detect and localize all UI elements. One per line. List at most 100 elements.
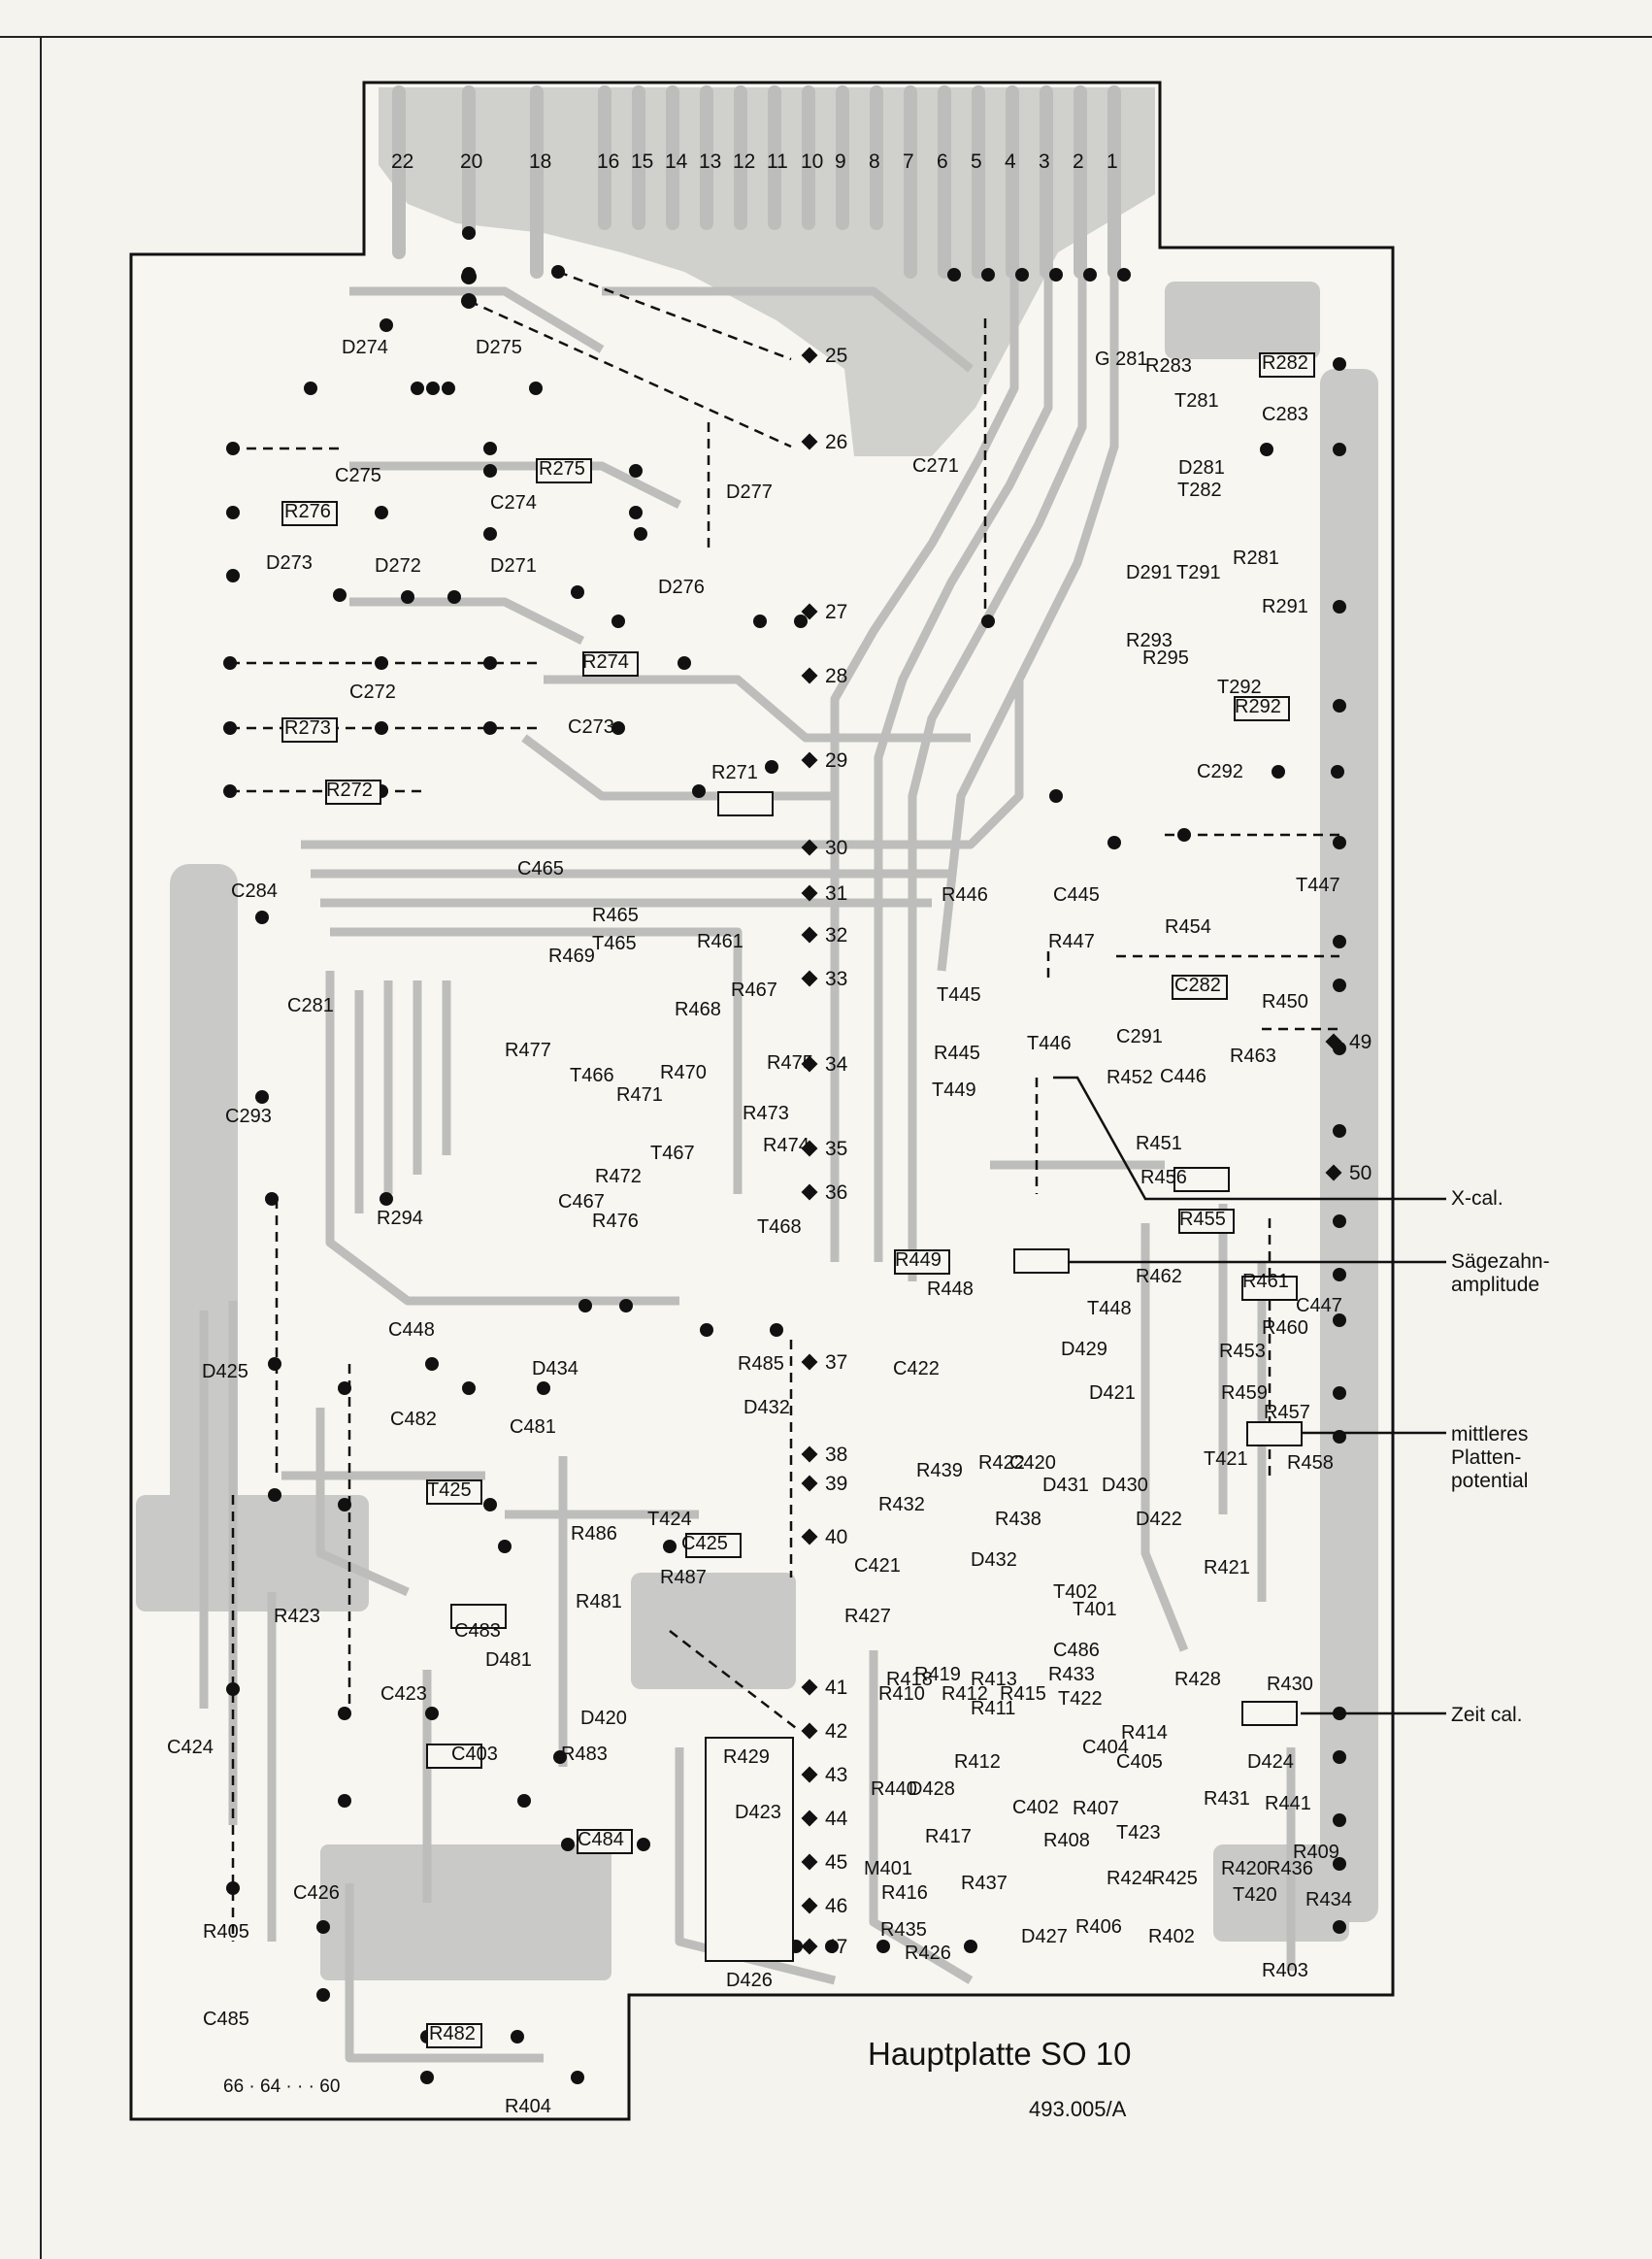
component-label: T449	[932, 1080, 976, 1101]
connector-pin-number: 12	[733, 150, 756, 173]
component-label: R283	[1145, 355, 1192, 377]
mittleres-callout-line1: mittleres	[1451, 1423, 1529, 1445]
component-label: R421	[1204, 1557, 1250, 1578]
connector-pin-number: 5	[971, 150, 982, 173]
component-label: T425	[427, 1479, 472, 1501]
component-label: R281	[1233, 548, 1279, 569]
component-label: R452	[1107, 1067, 1153, 1088]
component-label: C281	[287, 995, 334, 1016]
component-label: T420	[1233, 1884, 1277, 1906]
saegezahn-callout-line2: amplitude	[1451, 1274, 1540, 1296]
component-label: D271	[490, 555, 537, 577]
connector-pin-number: 1	[1107, 150, 1118, 173]
component-label: R463	[1230, 1046, 1276, 1067]
terminal-label: 47	[825, 1936, 848, 1958]
component-label: R272	[326, 780, 373, 801]
component-label: R428	[1174, 1669, 1221, 1690]
component-label: R406	[1075, 1916, 1122, 1938]
component-label: R293	[1126, 630, 1173, 651]
terminal-label: 38	[825, 1444, 848, 1466]
component-label: C273	[568, 716, 614, 738]
component-label: C291	[1116, 1026, 1163, 1047]
component-label: D291	[1126, 562, 1173, 583]
component-label: R408	[1043, 1830, 1090, 1851]
component-label: T292	[1217, 677, 1262, 698]
component-label: R437	[961, 1873, 1008, 1894]
component-label: R413	[971, 1669, 1017, 1690]
component-label: C486	[1053, 1640, 1100, 1661]
terminal-label: 27	[825, 601, 848, 623]
component-label: T465	[592, 933, 637, 954]
component-label: D420	[580, 1708, 627, 1729]
component-label: T282	[1177, 480, 1222, 501]
terminal-label: 31	[825, 882, 848, 905]
component-label: C283	[1262, 404, 1308, 425]
component-label: R470	[660, 1062, 707, 1083]
component-label: R440	[871, 1778, 917, 1800]
component-label: R431	[1204, 1788, 1250, 1810]
component-label: R291	[1262, 596, 1308, 617]
component-label: R471	[616, 1084, 663, 1106]
component-label: T424	[647, 1509, 692, 1530]
component-label: R427	[844, 1606, 891, 1627]
mittleres-callout-line2: Platten-	[1451, 1446, 1522, 1469]
component-label: R477	[505, 1040, 551, 1061]
component-label: R271	[711, 762, 758, 783]
component-label: R432	[878, 1494, 925, 1515]
terminal-label: 39	[825, 1473, 848, 1495]
component-label: R482	[429, 2023, 476, 2044]
component-label: R446	[942, 884, 988, 906]
connector-pin-number: 13	[699, 150, 722, 173]
component-label: R473	[743, 1103, 789, 1124]
component-label: C284	[231, 880, 278, 902]
component-label: R414	[1121, 1722, 1168, 1744]
component-label: D272	[375, 555, 421, 577]
component-label: R445	[934, 1043, 980, 1064]
component-label: C483	[454, 1620, 501, 1642]
terminal-label: 44	[825, 1808, 848, 1830]
component-label: D277	[726, 482, 773, 503]
component-label: R419	[914, 1664, 961, 1685]
component-label: T467	[650, 1143, 695, 1164]
terminal-label: 34	[825, 1053, 848, 1076]
component-label: C271	[912, 455, 959, 477]
component-label: R481	[576, 1591, 622, 1612]
terminal-label: 43	[825, 1764, 848, 1786]
terminal-label: 45	[825, 1851, 848, 1874]
connector-pin-number: 3	[1039, 150, 1050, 173]
component-label: R455	[1179, 1209, 1226, 1230]
component-label: C485	[203, 2009, 249, 2030]
component-label: R476	[592, 1211, 639, 1232]
component-label: R274	[582, 651, 629, 673]
component-label: M401	[864, 1858, 913, 1879]
component-label: R429	[723, 1746, 770, 1768]
component-label: R449	[895, 1249, 942, 1271]
connector-pin-number: 2	[1073, 150, 1084, 173]
connector-pin-number: 9	[835, 150, 846, 173]
mittleres-callout-line3: potential	[1451, 1470, 1529, 1492]
document-number: 493.005/A	[1029, 2097, 1127, 2121]
component-label: R472	[595, 1166, 642, 1187]
component-label: R411	[971, 1698, 1016, 1719]
component-label: R451	[1136, 1133, 1182, 1154]
connector-pin-number: 8	[869, 150, 880, 173]
component-label: R276	[284, 501, 331, 522]
component-label: T281	[1174, 390, 1219, 412]
component-label: R461	[1242, 1271, 1289, 1292]
connector-pin-number: 4	[1005, 150, 1016, 173]
component-label: R435	[880, 1919, 927, 1941]
component-label: D423	[735, 1802, 781, 1823]
saegezahn-callout-line1: Sägezahn-	[1451, 1250, 1550, 1273]
component-label: R273	[284, 717, 331, 739]
component-label: T446	[1027, 1033, 1072, 1054]
component-label: R426	[905, 1943, 951, 1964]
component-label: R292	[1235, 696, 1281, 717]
component-label: G 281	[1095, 349, 1148, 370]
terminal-label: 35	[825, 1138, 848, 1160]
connector-pin-number: 11	[767, 150, 788, 173]
component-label: C425	[681, 1533, 728, 1554]
component-label: T445	[937, 984, 981, 1006]
component-label: R458	[1287, 1452, 1334, 1474]
component-label: D424	[1247, 1751, 1294, 1773]
